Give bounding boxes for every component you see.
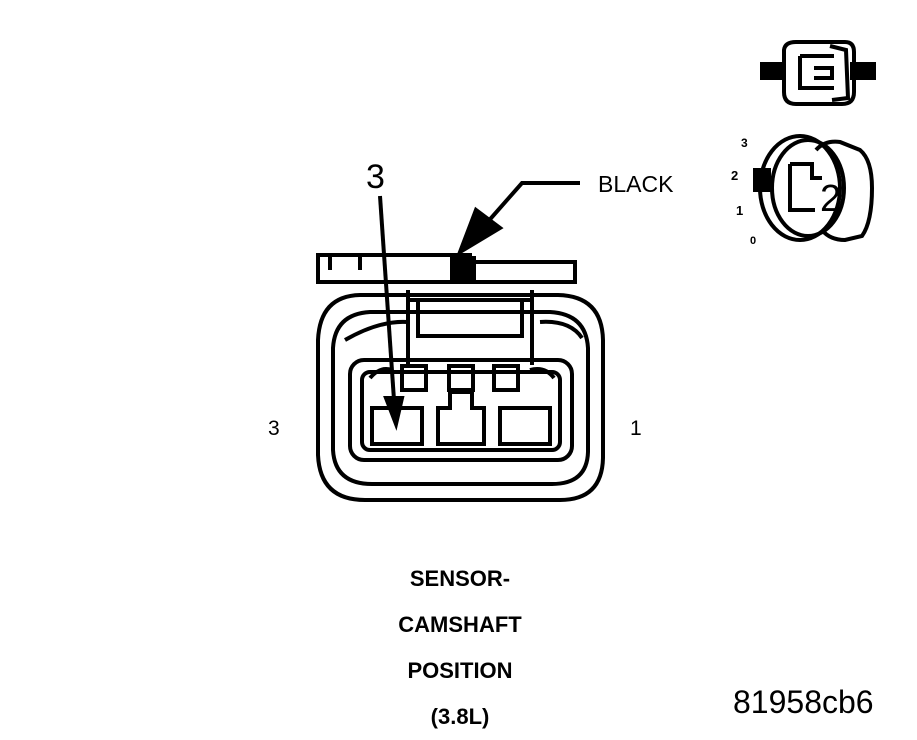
pin-cavity-2 — [436, 390, 486, 446]
connector-cavity-frame — [348, 358, 574, 462]
connector-key-structure — [406, 290, 534, 365]
wire-color-label: BLACK — [598, 171, 674, 197]
key-selected-position: 2 — [820, 178, 842, 220]
pin-callout-leader — [378, 195, 405, 431]
left-pin-label: 3 — [268, 417, 280, 440]
connector-lock-tab — [316, 253, 577, 284]
pin-cavity-1 — [498, 406, 552, 446]
connector-upper-cells — [368, 364, 556, 392]
connector-mini-icon — [760, 40, 876, 106]
key-position-mark-3: 3 — [741, 136, 748, 150]
wire-color-leader — [456, 181, 580, 257]
figure-code: 81958cb6 — [733, 684, 874, 720]
key-switch-icon — [753, 134, 875, 243]
key-position-mark-0: 0 — [750, 235, 757, 247]
connector-body — [316, 293, 605, 502]
caption-line-4: (3.8L) — [430, 704, 490, 729]
caption-line-2: CAMSHAFT — [398, 612, 522, 637]
pin-callout-number: 3 — [366, 158, 385, 196]
diagram-caption: SENSOR- CAMSHAFT POSITION (3.8L) — [330, 556, 590, 740]
caption-line-1: SENSOR- — [409, 566, 511, 591]
key-position-mark-1: 1 — [736, 203, 744, 218]
key-position-mark-2: 2 — [731, 168, 739, 183]
right-pin-label: 1 — [630, 417, 642, 440]
caption-line-3: POSITION — [407, 658, 513, 683]
